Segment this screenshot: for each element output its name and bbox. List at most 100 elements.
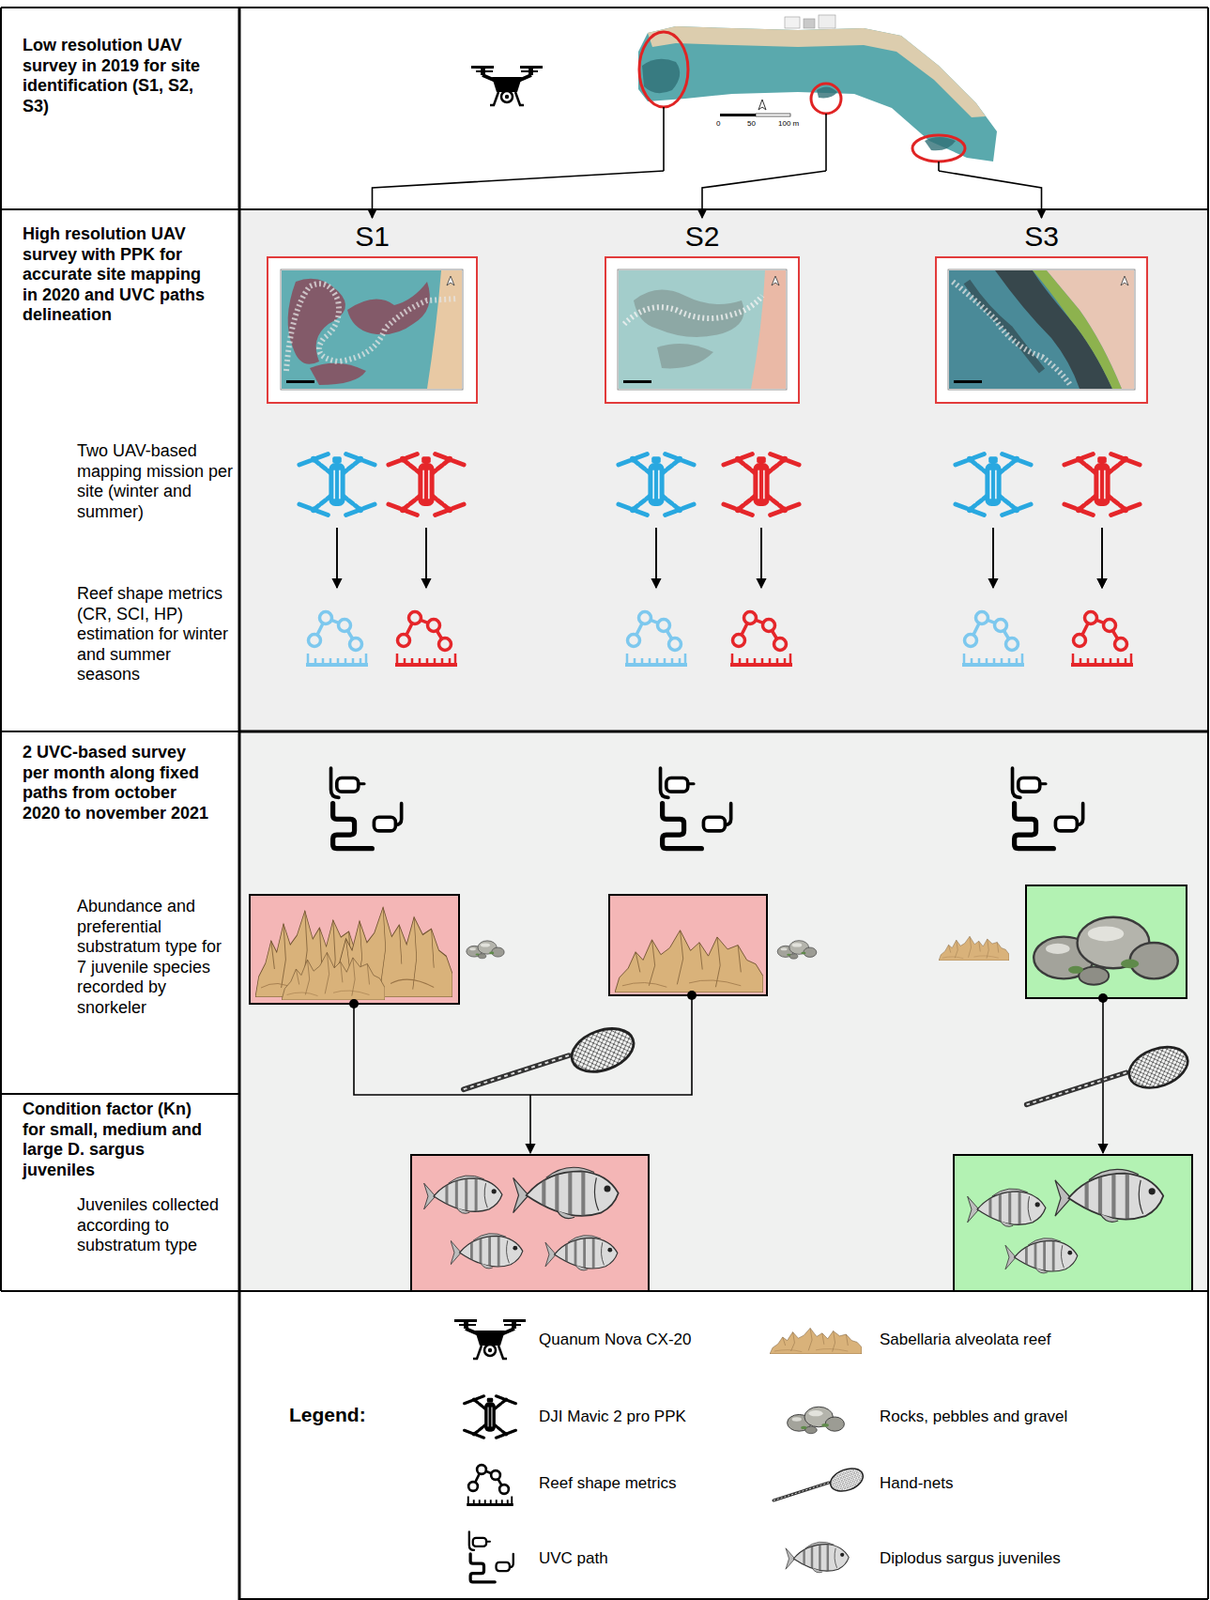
- site-map-s3: [935, 257, 1148, 403]
- overview-map-drawing: [638, 15, 997, 171]
- mapping-missions: [1101, 527, 1103, 588]
- mapping-missions: [336, 527, 1103, 588]
- legend-rocks-icon: [787, 1406, 845, 1434]
- connector-arrow: [702, 170, 827, 218]
- row-description: Reef shape metrics (CR, SCI, HP) estimat…: [76, 583, 235, 686]
- site-map-s3: [948, 269, 1135, 390]
- mapping-missions: [655, 527, 658, 588]
- mapping-missions: [299, 453, 1140, 665]
- juvenile-samples: [411, 1154, 1193, 1291]
- quanum-drone-icon: [471, 65, 543, 106]
- site-label: S1: [267, 219, 477, 254]
- uvc-path-icon: [660, 767, 732, 849]
- row-heading: High resolution UAV survey with PPK for …: [22, 224, 215, 326]
- overview-map-drawing: [639, 31, 689, 108]
- site-map-s1: [267, 257, 477, 403]
- legend-text: Diplodus sargus juveniles: [879, 1548, 1061, 1568]
- site-map-s1: [286, 380, 315, 383]
- metrics-icon: [1071, 612, 1134, 666]
- legend-drone-icon: [464, 1395, 517, 1438]
- site-map-s1: [427, 270, 462, 389]
- overview-map-drawing: [912, 135, 965, 162]
- uvc-surveys: [1026, 885, 1187, 998]
- overview-map-drawing: [642, 59, 680, 93]
- legend-entry: Reef shape metrics: [538, 1473, 676, 1493]
- site-map-s2: [623, 380, 652, 383]
- connector-arrow: [938, 170, 1042, 218]
- row-description: Abundance and preferential substratum ty…: [76, 896, 235, 1019]
- row-heading: Condition factor (Kn) for small, medium …: [22, 1099, 215, 1180]
- overview-map-drawing: [647, 26, 986, 118]
- legend-uvc-icon: [469, 1531, 514, 1581]
- site-map-s2: [618, 270, 786, 389]
- overview-map-drawing: [784, 16, 800, 29]
- uvc-surveys: [353, 995, 692, 1095]
- legend-text: Sabellaria alveolata reef: [879, 1330, 1051, 1349]
- legend-text: Quanum Nova CX-20: [538, 1330, 692, 1349]
- site-map-s2: [750, 270, 786, 389]
- legend-fish-icon: [785, 1541, 849, 1575]
- uvc-path-icon: [331, 767, 402, 849]
- winter-drone-icon: [618, 453, 694, 515]
- summer-drone-icon: [388, 453, 464, 515]
- legend-entry: Hand-nets: [879, 1473, 953, 1493]
- legend-drone-icon: [454, 1318, 526, 1359]
- legend-entry: Rocks, pebbles and gravel: [879, 1407, 1068, 1426]
- site-map-s2: [605, 257, 799, 403]
- overview-map-drawing: [755, 113, 791, 117]
- metrics-icon: [306, 612, 368, 666]
- fish-drawing: [1055, 1168, 1164, 1226]
- juvenile-samples: [953, 1154, 1193, 1291]
- connector-arrow: [372, 170, 665, 218]
- site-map-s3: [953, 380, 982, 383]
- fish-drawing: [967, 1188, 1046, 1230]
- site-map-s1: [309, 363, 367, 385]
- site-map-s1: [280, 269, 463, 390]
- row-description: Juveniles collected according to substra…: [76, 1194, 235, 1256]
- legend-text: Hand-nets: [879, 1473, 953, 1493]
- legend-entry: DJI Mavic 2 pro PPK: [538, 1407, 687, 1426]
- metrics-icon: [730, 612, 793, 666]
- overview-map-drawing: [719, 113, 756, 117]
- legend-text: UVC path: [538, 1548, 609, 1568]
- legend-metrics-icon: [466, 1464, 514, 1504]
- uvc-surveys: [249, 894, 460, 1004]
- fish-drawing: [513, 1166, 619, 1223]
- metrics-icon: [625, 612, 688, 666]
- site-label: S3: [935, 219, 1148, 254]
- overview-map-drawing: [758, 99, 766, 110]
- fish-drawing: [450, 1233, 523, 1272]
- legend-text: Rocks, pebbles and gravel: [879, 1407, 1068, 1426]
- site-map-s3: [935, 257, 1148, 403]
- fish-drawing: [1005, 1238, 1078, 1276]
- site-map: S2: [605, 217, 799, 403]
- rocks-drawing: [777, 940, 817, 960]
- uvc-path-icon: [1012, 767, 1084, 849]
- metrics-icon: [395, 612, 458, 666]
- table-grid: [239, 7, 1209, 1600]
- legend-text: DJI Mavic 2 pro PPK: [538, 1407, 687, 1426]
- legend-entry: Diplodus sargus juveniles: [879, 1548, 1061, 1568]
- legend-entry: Sabellaria alveolata reef: [879, 1330, 1051, 1349]
- reef-drawing: [614, 930, 764, 993]
- site-map-s2: [624, 295, 763, 324]
- row-description: Two UAV-based mapping mission per site (…: [76, 441, 235, 522]
- site-map-s1: [267, 257, 477, 403]
- mapping-missions: [992, 527, 995, 588]
- row-heading-cell: 2 UVC-based survey per month along fixed…: [0, 731, 240, 1094]
- row-heading-cell: High resolution UAV survey with PPK for …: [0, 209, 240, 732]
- overview-map-drawing: [811, 83, 842, 114]
- site-map-s1: [286, 283, 459, 371]
- fish-drawing: [545, 1235, 618, 1273]
- site-map: S3: [935, 217, 1148, 403]
- winter-drone-icon: [955, 453, 1031, 515]
- legend-symbols: [454, 1318, 867, 1582]
- rocks-drawing: [466, 940, 505, 959]
- summer-drone-icon: [723, 453, 799, 515]
- scale-label: 0: [716, 119, 720, 129]
- row-heading-cell: Low resolution UAV survey in 2019 for si…: [0, 7, 240, 210]
- mapping-missions: [760, 527, 763, 588]
- hand-net-drawing: [1026, 1039, 1195, 1104]
- legend-text: Reef shape metrics: [538, 1473, 676, 1493]
